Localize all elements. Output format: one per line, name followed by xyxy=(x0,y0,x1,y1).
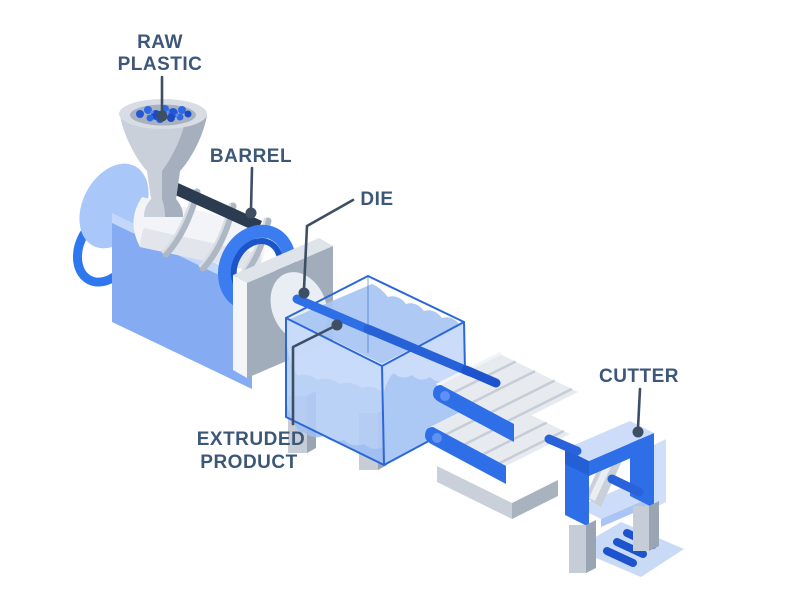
cutter-leg-front xyxy=(569,525,586,573)
belt-base-front xyxy=(437,466,512,519)
leader-dot-die xyxy=(298,287,310,299)
belt-base xyxy=(437,466,558,519)
lower-belt-roller xyxy=(432,433,442,443)
label-raw-plastic-line2: PLASTIC xyxy=(118,54,203,75)
cutter-beam-left-face xyxy=(565,449,589,476)
strip-at-cutter xyxy=(544,434,644,497)
cutter-leg-side xyxy=(586,520,596,573)
machine-base xyxy=(112,223,252,389)
label-barrel: BARREL xyxy=(210,146,292,167)
tank-front-wave-dark xyxy=(286,402,384,465)
leader-lines xyxy=(156,75,644,438)
label-extruded-product-line1: EXTRUDED xyxy=(197,429,306,450)
strip-to-cutter xyxy=(544,434,582,456)
tank-outline xyxy=(285,275,467,466)
lower-belt-front-face xyxy=(425,427,506,484)
labels: RAW PLASTIC BARREL DIE EXTRUDED PRODUCT … xyxy=(118,32,679,473)
cutter-right-post-side xyxy=(654,439,666,508)
belt-base-side xyxy=(512,480,558,519)
leader-barrel xyxy=(249,166,254,211)
barrel-opening-edge xyxy=(151,173,262,232)
leader-dot-barrel xyxy=(245,207,257,219)
strip-exit-tank xyxy=(461,365,501,388)
strip-in-water xyxy=(363,324,475,377)
die-plate-top-face xyxy=(233,238,333,283)
label-extruded-product-line2: PRODUCT xyxy=(200,452,297,473)
cutter-leg-front xyxy=(633,506,649,551)
haul-off-unit xyxy=(425,351,578,519)
extruded-strip xyxy=(292,294,501,388)
leader-dot-cutter xyxy=(632,426,644,438)
label-cutter: CUTTER xyxy=(599,366,679,387)
cutter-beam-front-face xyxy=(589,433,654,476)
die-plate-left-face xyxy=(233,275,247,378)
upper-belt-roller xyxy=(440,391,450,401)
leader-die xyxy=(302,198,355,291)
water-surface xyxy=(290,284,459,364)
label-die: DIE xyxy=(360,189,393,210)
cutter-machine xyxy=(565,421,666,573)
leader-dot-extruded-product xyxy=(331,319,343,331)
upper-belt-front-face xyxy=(433,385,514,442)
tank-front-wave-light xyxy=(286,318,382,392)
cutter-leg-side xyxy=(649,501,659,551)
cut-piece-on-shelf xyxy=(607,474,644,497)
strip-from-die xyxy=(292,294,377,336)
funnel-shadow xyxy=(162,115,207,217)
cutter-beam-top-face xyxy=(565,421,654,461)
label-raw-plastic-line1: RAW xyxy=(137,32,183,53)
collection-mat xyxy=(575,522,684,577)
leader-dot-raw-plastic xyxy=(156,110,168,122)
leader-cutter xyxy=(636,387,642,430)
leader-extruded-product xyxy=(291,325,335,426)
cutter-legs xyxy=(569,501,659,573)
